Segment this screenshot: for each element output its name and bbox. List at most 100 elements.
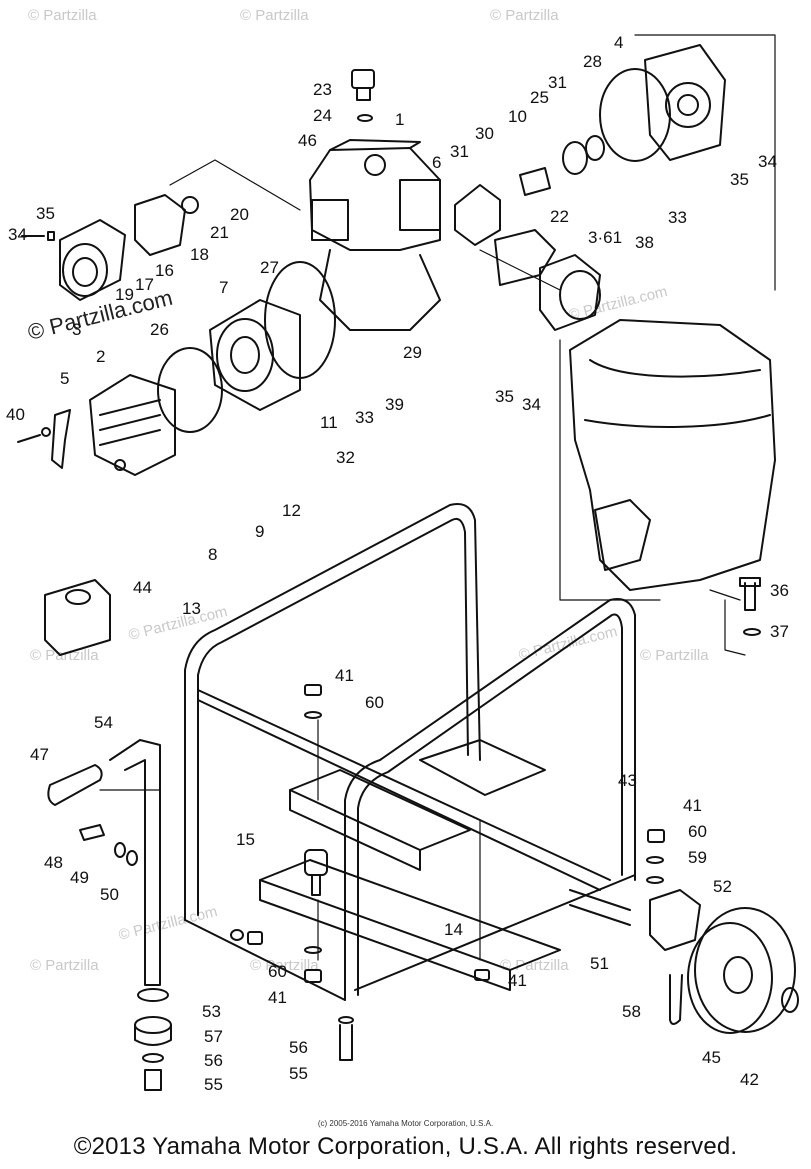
callout: 34 [8, 225, 27, 244]
callout: 45 [702, 1048, 721, 1067]
callout: 13 [182, 599, 201, 618]
watermark: © Partzilla [500, 957, 569, 974]
wheel [687, 907, 799, 1034]
callout: 4 [614, 33, 623, 52]
rear-flange [644, 44, 726, 161]
axle-bracket [569, 889, 701, 1025]
watermark: © Partzilla [30, 647, 99, 664]
callout: 56 [289, 1038, 308, 1057]
callout: 54 [94, 713, 113, 732]
watermark: © Partzilla [640, 647, 709, 664]
leader-lines [99, 34, 776, 961]
callout: 7 [219, 278, 228, 297]
gasket-ring [157, 347, 223, 433]
callout: 21 [210, 223, 229, 242]
clamp-lever [51, 409, 71, 469]
callout: 22 [550, 207, 569, 226]
callout: 27 [260, 258, 279, 277]
outlet-fitting [494, 229, 601, 331]
callout: 56 [204, 1051, 223, 1070]
engine-outline [559, 319, 776, 601]
callout: 2 [96, 347, 105, 366]
callout: 39 [385, 395, 404, 414]
callout: 36 [770, 581, 789, 600]
callout: 26 [150, 320, 169, 339]
watermark: © Partzilla [30, 957, 99, 974]
watermark: © Partzilla [490, 7, 559, 24]
callout: 47 [30, 745, 49, 764]
flange-gasket [134, 194, 186, 256]
carry-handle [47, 739, 161, 986]
callout: 42 [740, 1070, 759, 1089]
impeller [454, 184, 501, 246]
callout: 24 [313, 106, 332, 125]
inlet-fitting [59, 219, 126, 301]
watermark-group: © Partzilla © Partzilla © Partzilla © Pa… [25, 7, 709, 974]
callout: 28 [583, 52, 602, 71]
callout: 25 [530, 88, 549, 107]
callout: 32 [336, 448, 355, 467]
callout: 14 [444, 920, 463, 939]
callout: 35 [495, 387, 514, 406]
foot-stack [134, 988, 172, 1091]
callout: 53 [202, 1002, 221, 1021]
rear-gasket [599, 68, 671, 162]
callout: 37 [770, 622, 789, 641]
tube-frame [184, 503, 636, 1001]
callout: 3 [72, 320, 81, 339]
callout: 8 [208, 545, 217, 564]
callout: 16 [155, 261, 174, 280]
callout: 6 [432, 153, 441, 172]
callout: 49 [70, 868, 89, 887]
callout: 9 [255, 522, 264, 541]
callout: 48 [44, 853, 63, 872]
watermark: © Partzilla.com [117, 903, 219, 944]
rubber-bumper [44, 579, 111, 656]
callout: 55 [204, 1075, 223, 1094]
watermark: © Partzilla.com [567, 283, 669, 324]
callout: 60 [268, 962, 287, 981]
callout: 29 [403, 343, 422, 362]
callout: 52 [713, 877, 732, 896]
callout: 19 [115, 285, 134, 304]
watermark: © Partzilla [28, 7, 97, 24]
callout: 10 [508, 107, 527, 126]
callout: 33 [668, 208, 687, 227]
rubber-mount [304, 849, 328, 896]
callout: 41 [683, 796, 702, 815]
callout-labels: 1 2 3 3·61 4 5 6 7 8 9 10 11 12 13 14 15… [6, 33, 789, 1094]
callout: 11 [320, 413, 338, 432]
callout: 34 [522, 395, 541, 414]
callout: 40 [6, 405, 25, 424]
callout: 5 [60, 369, 69, 388]
callout: 23 [313, 80, 332, 99]
callout: 3·61 [588, 228, 622, 247]
callout: 15 [236, 830, 255, 849]
volute-ring [209, 261, 336, 411]
drain-plug-top [351, 69, 375, 122]
callout: 55 [289, 1064, 308, 1083]
left-bolts [17, 231, 55, 443]
callout: 33 [355, 408, 374, 427]
callout: 43 [618, 771, 637, 790]
callout: 17 [135, 275, 154, 294]
callout: 12 [282, 501, 301, 520]
callout: 44 [133, 578, 152, 597]
callout: 38 [635, 233, 654, 252]
callout: 59 [688, 848, 707, 867]
washer [181, 196, 199, 214]
callout: 20 [230, 205, 249, 224]
mount-rails [259, 739, 561, 991]
callout: 41 [268, 988, 287, 1007]
fine-print: (c) 2005-2016 Yamaha Motor Corporation, … [317, 1119, 494, 1128]
pump-housing [309, 139, 441, 331]
callout: 57 [204, 1027, 223, 1046]
callout: 51 [590, 954, 609, 973]
callout: 30 [475, 124, 494, 143]
callout: 35 [730, 170, 749, 189]
copyright-notice: ©2013 Yamaha Motor Corporation, U.S.A. A… [73, 1133, 738, 1160]
callout: 60 [688, 822, 707, 841]
callout: 1 [395, 110, 404, 129]
